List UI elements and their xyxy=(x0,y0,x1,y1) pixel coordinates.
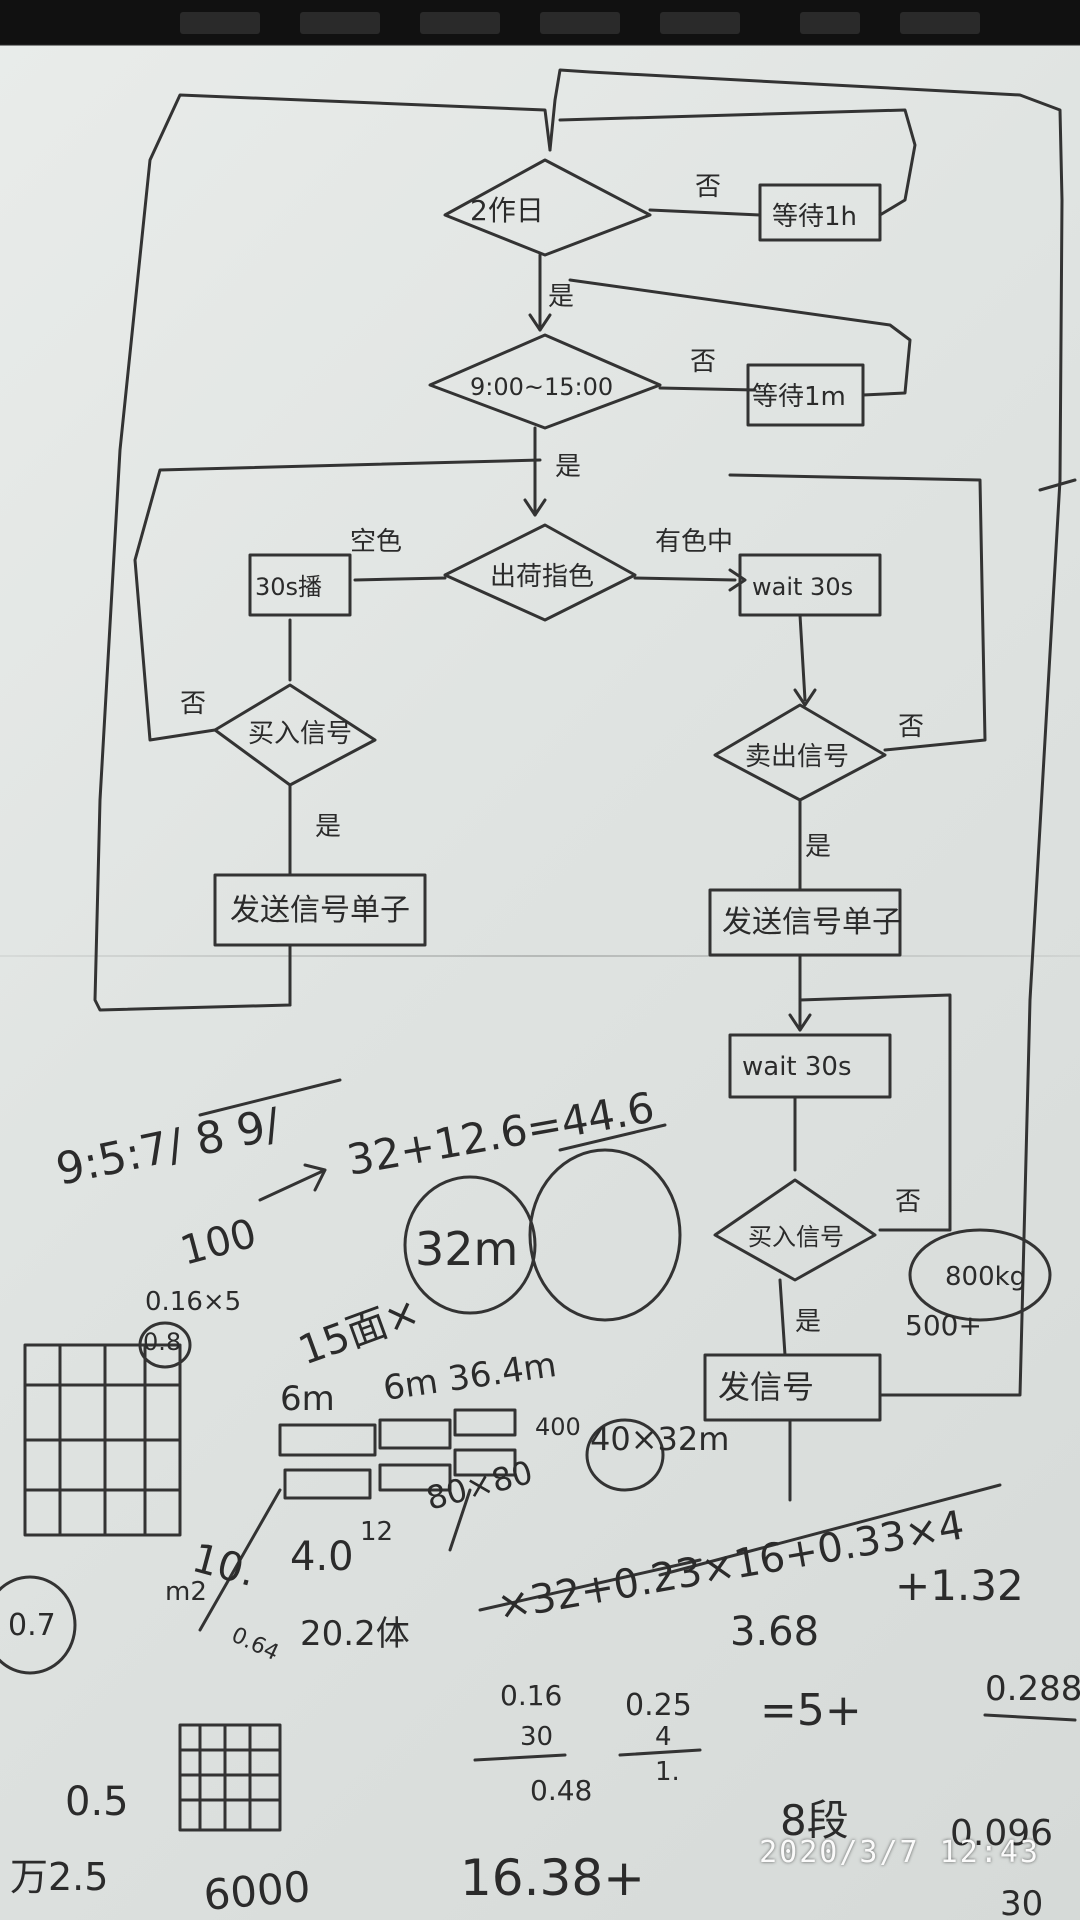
d3-left-label: 空色 xyxy=(350,527,402,557)
r-dec2-yes-label: 是 xyxy=(795,1307,821,1337)
scribble-grid-2 xyxy=(178,1723,282,1832)
scribble-4: 32m xyxy=(415,1222,518,1276)
d3-label: 出荷指色 xyxy=(490,562,594,592)
scribble-3: 32+12.6=44.6 xyxy=(343,1083,658,1185)
scribble-12: 4.0 xyxy=(290,1534,354,1580)
d2-no-label: 否 xyxy=(690,347,716,377)
r-send-box xyxy=(708,888,902,957)
scribble-30: 万2.5 xyxy=(10,1855,108,1899)
l-dec-diamond xyxy=(213,683,377,787)
scribble-21: 0.288 xyxy=(985,1669,1080,1709)
right-box1-label: wait 30s xyxy=(752,573,853,601)
paper-fold xyxy=(0,955,1080,957)
l-dec-no-label: 否 xyxy=(180,689,206,719)
scribble-23: 30 xyxy=(520,1722,553,1752)
scribble-28: 0.7 xyxy=(8,1608,56,1643)
r-dec2-label: 买入信号 xyxy=(748,1223,844,1251)
d1-yes-label: 是 xyxy=(548,282,574,312)
photo-timestamp: 2020/3/7 12:43 xyxy=(759,1835,1040,1870)
scribble-5: 0.16×5 xyxy=(145,1287,241,1317)
scribble-16: 20.2体 xyxy=(300,1614,410,1654)
scribble-7: 15面× xyxy=(293,1289,426,1375)
scribble-36: 800kg xyxy=(945,1262,1026,1292)
l-send-label: 发送信号单子 xyxy=(230,893,410,928)
scribble-26: 4 xyxy=(655,1722,672,1752)
d1-no-box-label: 等待1h xyxy=(772,202,857,232)
left-box-label: 30s播 xyxy=(255,573,322,601)
keyboard-edge xyxy=(0,0,1080,44)
scribble-37: 500+ xyxy=(905,1309,982,1342)
scribble-34: 0.096 xyxy=(950,1813,1053,1854)
scribble-29: 0.5 xyxy=(65,1779,129,1825)
scribble-22: 0.16 xyxy=(500,1679,562,1712)
d1-diamond xyxy=(443,158,652,257)
d1-no-box xyxy=(758,183,882,242)
scribble-circle-2 xyxy=(528,1148,682,1322)
scribble-9: 6m 36.4m xyxy=(381,1345,559,1409)
scribble-33: 8段 xyxy=(780,1796,849,1845)
r-dec2-diamond xyxy=(713,1178,877,1282)
l-dec-label: 买入信号 xyxy=(248,719,352,749)
r-send2-box xyxy=(703,1353,882,1422)
scribble-19: +1.32 xyxy=(895,1561,1024,1610)
r-dec-diamond xyxy=(713,703,887,802)
scribble-6: 0.8 xyxy=(143,1328,181,1356)
scribble-10: 40×32m xyxy=(590,1420,729,1458)
d1-no-label: 否 xyxy=(695,172,721,202)
scribble-35: 30 xyxy=(1000,1884,1043,1920)
d2-no-box-label: 等待1m xyxy=(752,382,846,412)
scribble-38: 0.64 xyxy=(227,1623,282,1666)
scribble-14: 80×80 xyxy=(422,1453,536,1518)
scribble-31: 6000 xyxy=(202,1862,313,1920)
l-send-box xyxy=(213,873,427,947)
r-send-label: 发送信号单子 xyxy=(722,905,902,940)
scribble-18: 3.68 xyxy=(730,1609,819,1655)
scribble-grid-1 xyxy=(23,1343,182,1537)
d1-label: 2作日 xyxy=(470,194,544,227)
scribble-circle-3 xyxy=(908,1228,1052,1322)
d3-diamond xyxy=(443,523,637,622)
r-send2-label: 发信号 xyxy=(718,1368,814,1406)
scribble-8: 6m xyxy=(280,1379,335,1419)
r-dec2-no-label: 否 xyxy=(895,1187,921,1217)
scribble-32: 16.38+ xyxy=(460,1849,645,1907)
scribble-39: m2 xyxy=(165,1577,207,1607)
d2-diamond xyxy=(428,333,662,430)
d3-right-label: 有色中 xyxy=(655,527,733,557)
left-box xyxy=(248,553,352,617)
r-dec-no-label: 否 xyxy=(898,712,924,742)
scribble-circle-1 xyxy=(403,1175,537,1315)
r-wait2-box xyxy=(728,1033,892,1099)
scribble-1: 9:5:7/ 8 9/ xyxy=(52,1099,285,1196)
r-wait2-label: wait 30s xyxy=(742,1052,852,1082)
r-dec-label: 卖出信号 xyxy=(745,742,849,772)
d2-label: 9:00~15:00 xyxy=(470,373,613,401)
scribble-20: =5+ xyxy=(760,1685,862,1736)
r-dec-yes-label: 是 xyxy=(805,832,831,862)
scribble-2: 100 xyxy=(176,1210,262,1274)
d2-yes-label: 是 xyxy=(555,452,581,482)
scribble-11: 400 xyxy=(535,1413,581,1441)
scribble-13: 12 xyxy=(360,1517,393,1547)
scribble-27: 1. xyxy=(655,1757,680,1787)
scribble-24: 0.48 xyxy=(530,1774,592,1807)
l-dec-yes-label: 是 xyxy=(315,812,341,842)
scribble-25: 0.25 xyxy=(625,1688,692,1723)
